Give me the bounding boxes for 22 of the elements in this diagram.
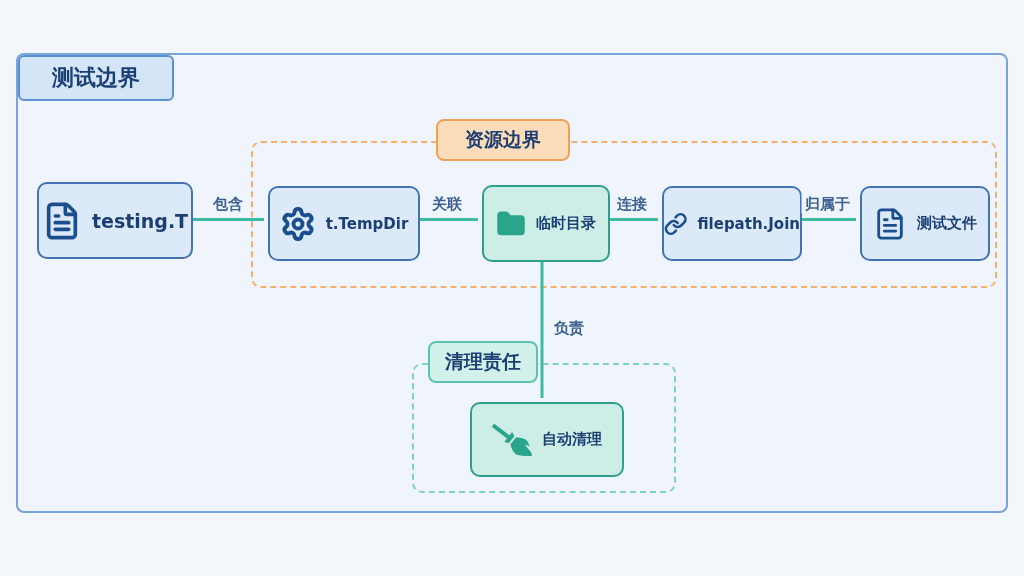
edge-label: 包含 [209, 194, 246, 213]
process-box [37, 182, 193, 259]
node-label: filepath.Join [697, 214, 800, 233]
edge-label: 负责 [551, 318, 587, 338]
connector-line [191, 218, 264, 221]
group-title: 资源边界 [436, 119, 570, 161]
node-label: testing.T [91, 209, 189, 232]
process-box [662, 186, 802, 261]
group-title: 清理责任 [428, 341, 538, 383]
node-label: 临时目录 [536, 214, 596, 233]
edge-label: 归属于 [801, 194, 853, 213]
node-label: 自动清理 [542, 430, 602, 449]
node-label: 测试文件 [917, 214, 977, 233]
edge-label: 连接 [614, 194, 650, 213]
boundary-title: 测试边界 [18, 55, 174, 101]
edge-label: 关联 [429, 194, 465, 213]
process-box [268, 186, 420, 261]
boundary-frame [16, 53, 1008, 513]
process-box [482, 185, 610, 262]
node-label: t.TempDir [325, 214, 409, 233]
process-box [470, 402, 624, 477]
process-box [860, 186, 990, 261]
